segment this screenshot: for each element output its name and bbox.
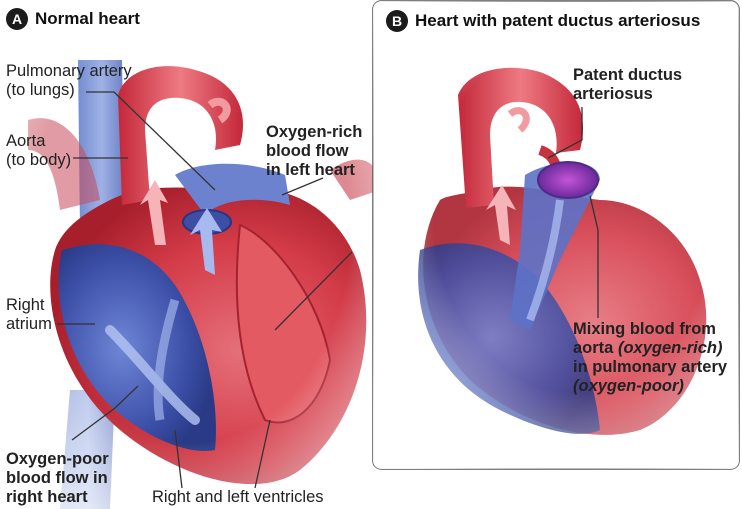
panel-b-header: B Heart with patent ductus arteriosus [386,10,700,32]
label-patent-ductus: Patent ductus arteriosus [573,66,682,104]
label-aorta: Aorta (to body) [6,132,71,170]
panel-a-badge: A [6,8,28,30]
label-ventricles: Right and left ventricles [152,488,324,507]
label-mixing-blood: Mixing blood from aorta (oxygen-rich) in… [573,320,727,396]
label-right-atrium: Right atrium [6,296,52,334]
panel-b-title: Heart with patent ductus arteriosus [415,11,700,31]
label-oxygen-poor-flow: Oxygen-poor blood flow in right heart [6,450,109,507]
panel-b-badge: B [386,10,408,32]
panel-a-header: A Normal heart [6,8,140,30]
label-pulmonary-artery: Pulmonary artery (to lungs) [6,62,132,100]
heart-b [373,1,739,469]
label-oxygen-rich-flow: Oxygen-rich blood flow in left heart [266,123,362,180]
panel-a-title: Normal heart [35,9,140,29]
